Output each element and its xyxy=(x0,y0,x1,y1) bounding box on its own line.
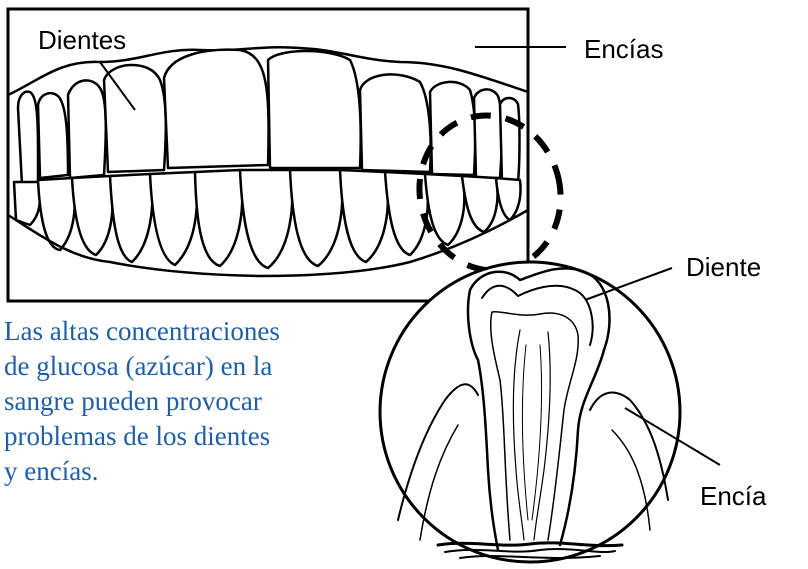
caption-line: Las altas concentraciones xyxy=(4,314,384,349)
upper-tooth xyxy=(474,89,502,178)
label-gum: Encía xyxy=(700,483,767,509)
caption-line: y encías. xyxy=(4,454,384,489)
caption-line: sangre pueden provocar xyxy=(4,384,384,419)
upper-tooth xyxy=(164,50,269,168)
lower-tooth xyxy=(14,182,40,225)
teeth-illustration xyxy=(8,47,528,276)
caption-line: problemas de los dientes xyxy=(4,419,384,454)
upper-tooth xyxy=(360,74,431,172)
label-teeth: Dientes xyxy=(38,27,126,53)
caption-text: Las altas concentraciones de glucosa (az… xyxy=(4,314,384,489)
label-tooth: Diente xyxy=(686,254,761,280)
caption-line: de glucosa (azúcar) en la xyxy=(4,349,384,384)
upper-tooth xyxy=(18,92,38,185)
upper-tooth xyxy=(68,80,106,178)
label-gums: Encías xyxy=(584,36,664,62)
upper-tooth xyxy=(268,51,361,168)
upper-tooth xyxy=(38,93,68,178)
upper-tooth xyxy=(500,98,520,182)
